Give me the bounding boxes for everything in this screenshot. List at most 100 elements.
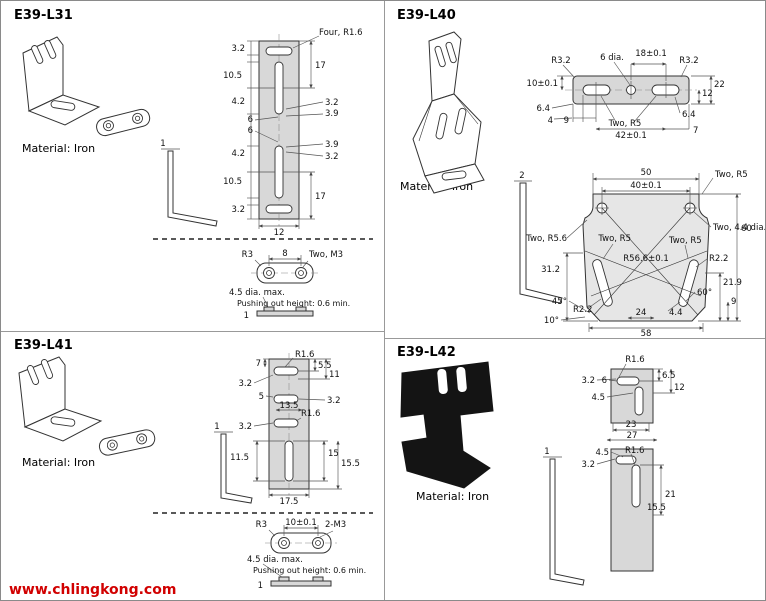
dim-label: 3.2 xyxy=(231,44,245,54)
dim-label: 6 xyxy=(248,115,253,125)
dim-label: R3.2 xyxy=(551,56,570,66)
dim-label: 11 xyxy=(329,370,340,380)
material-label-l41: Material: Iron xyxy=(22,456,96,469)
dim-label: 1 xyxy=(214,422,219,432)
dim-label: 21.9 xyxy=(723,278,742,288)
dim-label: 2-M3 xyxy=(325,520,346,530)
dim-label: 10.5 xyxy=(223,177,242,187)
dim-label: 5 xyxy=(259,392,264,402)
dim-label: 3.2 xyxy=(325,152,339,162)
dim-label: 23 xyxy=(626,420,637,430)
dim-label: 10±0.1 xyxy=(527,79,558,89)
dim-label: 3.2 xyxy=(581,376,595,386)
note-label: Pushing out height: 0.6 min. xyxy=(237,299,350,308)
dim-label: 6 xyxy=(602,376,607,386)
dim-label: 3.2 xyxy=(325,98,339,108)
dim-label: 45° xyxy=(552,297,567,307)
dim-label: R1.6 xyxy=(295,350,314,360)
dim-label: 17 xyxy=(315,61,326,71)
dim-label: 1 xyxy=(258,581,263,591)
dim-label: 17 xyxy=(315,192,326,202)
dim-label: Two, R5 xyxy=(597,234,631,244)
dim-label: 17.5 xyxy=(280,497,299,507)
l41-plate-view: R3 10±0.1 2-M3 4.5 dia. max. Pushing out… xyxy=(247,518,366,591)
dim-label: Four, R1.6 xyxy=(319,28,363,38)
l41-link-plate-pictorial xyxy=(98,429,156,456)
material-label-l31: Material: Iron xyxy=(22,142,96,155)
dim-label: 60 xyxy=(741,224,752,234)
l42-part-body-bottom xyxy=(610,448,654,572)
dim-label: 12 xyxy=(674,383,685,393)
dim-label: Two, R5 xyxy=(608,119,642,129)
dim-label: 50 xyxy=(641,168,652,178)
panel-title-l40: E39-L40 xyxy=(397,8,456,23)
dim-label: Two, R5.6 xyxy=(525,234,567,244)
dim-label: 10±0.1 xyxy=(285,518,316,528)
dim-label: 4.2 xyxy=(231,97,245,107)
dim-label: 6.5 xyxy=(662,371,676,381)
dim-label: 4.5 xyxy=(595,448,609,458)
dim-label: Two, M3 xyxy=(308,250,343,260)
dim-label: Two, R5 xyxy=(668,236,702,246)
dim-label: 24 xyxy=(636,308,647,318)
l31-bracket-pictorial xyxy=(22,36,151,137)
l42-bracket-pictorial xyxy=(400,361,494,489)
dim-label: Two, 4.4 dia. xyxy=(712,223,766,233)
dim-label: 1 xyxy=(544,447,549,457)
dim-label: 3.2 xyxy=(238,379,252,389)
dim-label: R3 xyxy=(242,250,253,260)
dim-label: 22 xyxy=(714,80,725,90)
dim-label: R1.6 xyxy=(301,409,320,419)
dim-label: 6 dia. xyxy=(600,53,624,63)
note-label: Pushing out height: 0.6 min. xyxy=(253,566,366,575)
dim-label: 60° xyxy=(697,288,712,298)
l42-side-view: 1 xyxy=(543,447,585,586)
dim-label: 21 xyxy=(665,490,676,500)
l42-front-views: R1.6 3.2 6 6.5 12 4.5 23 27 3.2 4.5 R1.6… xyxy=(581,355,685,572)
dim-label: 5.5 xyxy=(318,361,332,371)
dim-label: 6.4 xyxy=(536,104,550,114)
dim-label: 18±0.1 xyxy=(635,49,666,59)
l40-bracket-pictorial xyxy=(412,31,485,194)
dim-label: 8 xyxy=(282,249,287,259)
dim-label: 3.2 xyxy=(581,460,595,470)
dim-label: R2.2 xyxy=(709,254,728,264)
dim-label: 3.2 xyxy=(327,396,341,406)
dim-label: 31.2 xyxy=(541,265,560,275)
l41-bracket-pictorial xyxy=(18,356,156,456)
dim-label: 15 xyxy=(328,449,339,459)
dim-label: 4 xyxy=(548,116,553,126)
panel-title-l42: E39-L42 xyxy=(397,345,456,360)
dim-label: 15.5 xyxy=(647,503,666,513)
dim-label: 9 xyxy=(564,116,569,126)
dim-label: 7 xyxy=(693,126,698,136)
dim-label: 3.2 xyxy=(238,422,252,432)
l40-part-body-bottom xyxy=(582,193,710,322)
dim-label: R2.2 xyxy=(573,305,592,315)
dim-label: 58 xyxy=(641,329,652,339)
l40-side-view: 2 xyxy=(514,171,563,304)
watermark-text: www.chlingkong.com xyxy=(9,582,177,598)
dim-label: 10.5 xyxy=(223,71,242,81)
dim-label: 6.4 xyxy=(682,110,696,120)
dim-label: 10° xyxy=(544,316,559,326)
l41-side-view: 1 xyxy=(214,422,253,504)
dim-label: 4.5 dia. max. xyxy=(247,555,303,565)
l31-link-plate-pictorial xyxy=(96,108,151,137)
dim-label: 3.2 xyxy=(231,205,245,215)
l41-front-view: R1.6 7 5.5 11 3.2 5 3.2 13.5 3.2 R1.6 11… xyxy=(230,350,360,507)
l40-top-view: R3.2 6 dia. 18±0.1 R3.2 12 22 10±0.1 6.4… xyxy=(527,49,725,141)
dim-label: 13.5 xyxy=(280,401,299,411)
dim-label: Two, R5 xyxy=(714,170,748,180)
dim-label: 1 xyxy=(244,311,249,321)
dim-label: R56.6±0.1 xyxy=(623,254,668,264)
l31-front-view: Four, R1.6 3.2 10.5 4.2 17 3.2 3.9 6 6 4… xyxy=(223,28,362,238)
dim-label: 2 xyxy=(519,171,524,181)
dim-label: 11.5 xyxy=(230,453,249,463)
dim-label: 12 xyxy=(274,228,285,238)
dim-label: 1 xyxy=(160,139,165,149)
dim-label: 7 xyxy=(256,359,261,369)
